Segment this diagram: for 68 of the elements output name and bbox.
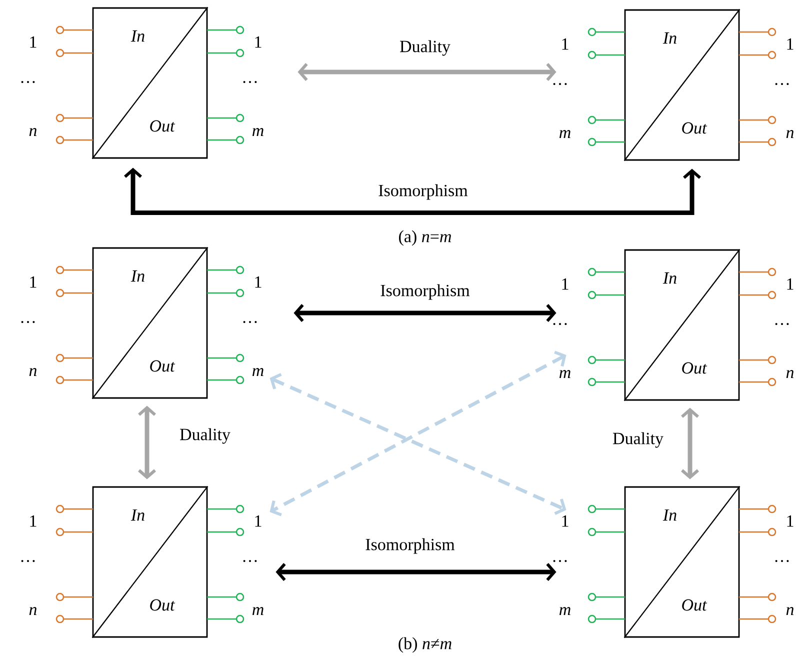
double-arrow (138, 406, 156, 480)
port-label: m (252, 368, 264, 376)
port-label: 1 (30, 515, 36, 527)
block-box: In Out (92, 246, 208, 400)
node-label: Out (682, 362, 708, 374)
edge-label: Isomorphism (377, 183, 469, 201)
node-label: In (662, 32, 676, 44)
port-label: 1 (562, 38, 568, 50)
node-label: In (662, 509, 676, 521)
port-label: n (29, 607, 37, 616)
port-label: … (243, 321, 257, 323)
port-label: … (21, 81, 35, 83)
edge-label: Duality (398, 39, 452, 57)
double-arrow (681, 408, 699, 480)
node-label: Out (150, 120, 176, 132)
caption: (b) n≠m (398, 637, 452, 653)
port-label: n (29, 128, 37, 136)
port-label: … (775, 560, 789, 562)
edge-label: Isomorphism (379, 283, 471, 301)
edge-label: Isomorphism (364, 537, 456, 555)
port-label: 1 (562, 515, 568, 527)
port-label: … (243, 560, 257, 562)
port-label: 1 (255, 276, 262, 288)
port-label: m (252, 128, 264, 136)
port-label: … (775, 323, 789, 325)
port-label: … (21, 560, 35, 562)
edge-label: Duality (178, 427, 232, 445)
port-label: m (252, 607, 264, 616)
port-label: 1 (787, 515, 794, 527)
edge-label: Duality (612, 431, 664, 449)
node-label: In (130, 270, 144, 282)
node-label: In (130, 509, 144, 521)
port-label: n (29, 368, 37, 376)
port-label: … (775, 83, 789, 85)
port-label: n (786, 130, 794, 138)
port-label: n (786, 370, 794, 378)
port-label: m (559, 130, 570, 138)
block-box: In Out (624, 486, 740, 638)
port-label: 1 (255, 515, 262, 527)
port-label: … (553, 560, 567, 562)
port-label: m (559, 370, 570, 378)
port-label: 1 (787, 278, 794, 290)
double-arrow (276, 563, 556, 581)
block-box: In Out (624, 8, 740, 162)
node-label: Out (150, 599, 176, 611)
double-arrow (298, 63, 556, 81)
double-arrow (124, 168, 701, 215)
port-label: 1 (787, 38, 794, 50)
block-box: In Out (92, 6, 208, 160)
port-label: n (786, 607, 794, 616)
node-label: In (130, 30, 144, 42)
port-label: … (553, 323, 567, 325)
node-label: In (662, 272, 676, 284)
port-label: 1 (30, 276, 36, 288)
port-label: … (21, 321, 35, 323)
port-label: 1 (30, 36, 36, 48)
node-label: Out (150, 360, 176, 372)
port-label: 1 (562, 278, 568, 290)
node-label: Out (682, 599, 708, 611)
port-label: 1 (255, 36, 262, 48)
port-label: m (559, 607, 570, 616)
block-box: In Out (624, 248, 740, 402)
block-box: In Out (92, 486, 208, 638)
port-label: … (553, 83, 567, 85)
node-label: Out (682, 122, 708, 134)
port-label: … (243, 81, 257, 83)
double-arrow (294, 304, 556, 322)
caption: (a) n=m (399, 230, 452, 246)
